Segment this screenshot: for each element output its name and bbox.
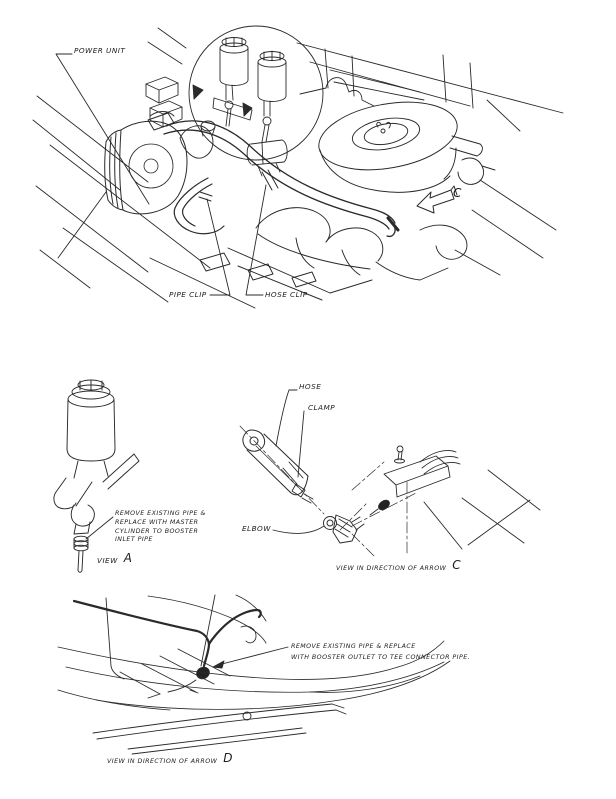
view-c-drawing bbox=[239, 389, 541, 557]
view-a-caption: VIEW A bbox=[97, 551, 132, 565]
elbow-fitting bbox=[323, 514, 365, 544]
hose-clamp bbox=[282, 461, 314, 504]
bulkhead-bracket bbox=[369, 445, 541, 550]
clamp-label: CLAMP bbox=[308, 403, 336, 412]
view-d-note-line1: REMOVE EXISTING PIPE & REPLACE bbox=[291, 643, 416, 650]
view-c-caption-letter: C bbox=[452, 558, 461, 572]
engine-bay-leaders bbox=[55, 53, 267, 296]
wheel-arch-lines bbox=[147, 594, 267, 644]
relay-boxes bbox=[145, 76, 183, 128]
tee-connector bbox=[196, 666, 210, 680]
view-c-caption-text: VIEW IN DIRECTION OF ARROW bbox=[336, 565, 447, 572]
center-lines bbox=[239, 425, 417, 557]
view-d-leader bbox=[212, 646, 289, 669]
view-a-note: REMOVE EXISTING PIPE & REPLACE WITH MAST… bbox=[115, 510, 206, 545]
booster-pipe-loop bbox=[173, 169, 279, 235]
elbow-label: ELBOW bbox=[242, 524, 271, 533]
engine-bay-drawing bbox=[32, 25, 564, 309]
view-d-caption-text: VIEW IN DIRECTION OF ARROW bbox=[107, 758, 218, 765]
view-a-note-line1: REMOVE EXISTING PIPE & bbox=[115, 510, 206, 517]
view-a-drawing bbox=[53, 379, 140, 573]
hose-clip-label: HOSE CLIP bbox=[265, 290, 308, 299]
view-c-leaders bbox=[272, 389, 325, 534]
view-d-caption-letter: D bbox=[223, 751, 233, 765]
view-a-note-line2: REPLACE WITH MASTER bbox=[115, 518, 199, 526]
sill-rails bbox=[92, 703, 347, 755]
air-cleaner bbox=[318, 101, 496, 193]
view-a-caption-letter: A bbox=[123, 551, 132, 565]
master-cylinder bbox=[179, 120, 216, 159]
pipe-clip-label: PIPE CLIP bbox=[169, 290, 207, 299]
view-a-leader bbox=[85, 516, 114, 540]
view-d-note: REMOVE EXISTING PIPE & REPLACE WITH BOOS… bbox=[291, 641, 470, 663]
fluid-reservoir bbox=[66, 379, 116, 479]
exhaust-manifold bbox=[199, 207, 449, 301]
direction-arrow-c bbox=[416, 185, 458, 214]
view-a-note-line3: CYLINDER TO BOOSTER bbox=[115, 527, 199, 535]
underbody-pipe bbox=[72, 599, 262, 668]
brake-pipes bbox=[105, 594, 216, 699]
power-unit-label: POWER UNIT bbox=[74, 46, 126, 55]
arrow-c-letter: C bbox=[453, 186, 462, 200]
firewall-lines bbox=[296, 42, 564, 132]
floor-pan-lines bbox=[57, 640, 451, 711]
view-d-caption: VIEW IN DIRECTION OF ARROW D bbox=[107, 751, 233, 765]
view-d-drawing bbox=[57, 594, 451, 755]
view-a-note-line4: INLET PIPE bbox=[115, 536, 153, 544]
view-c-caption: VIEW IN DIRECTION OF ARROW C bbox=[336, 558, 461, 572]
view-a-caption-text: VIEW bbox=[97, 556, 118, 565]
master-cylinder-body bbox=[53, 453, 140, 535]
main-hose bbox=[163, 120, 400, 238]
body-panel-lines bbox=[32, 27, 256, 309]
view-d-note-line2: WITH BOOSTER OUTLET TO TEE CONNECTOR PIP… bbox=[291, 654, 471, 661]
hose-cylinder bbox=[242, 429, 309, 496]
coil-canister bbox=[246, 139, 288, 177]
reservoir-inset-circle bbox=[188, 25, 324, 161]
pipe-coil-union bbox=[73, 535, 89, 573]
hose-label: HOSE bbox=[299, 382, 322, 391]
power-unit-booster bbox=[104, 111, 188, 215]
right-side-lines bbox=[419, 179, 557, 276]
